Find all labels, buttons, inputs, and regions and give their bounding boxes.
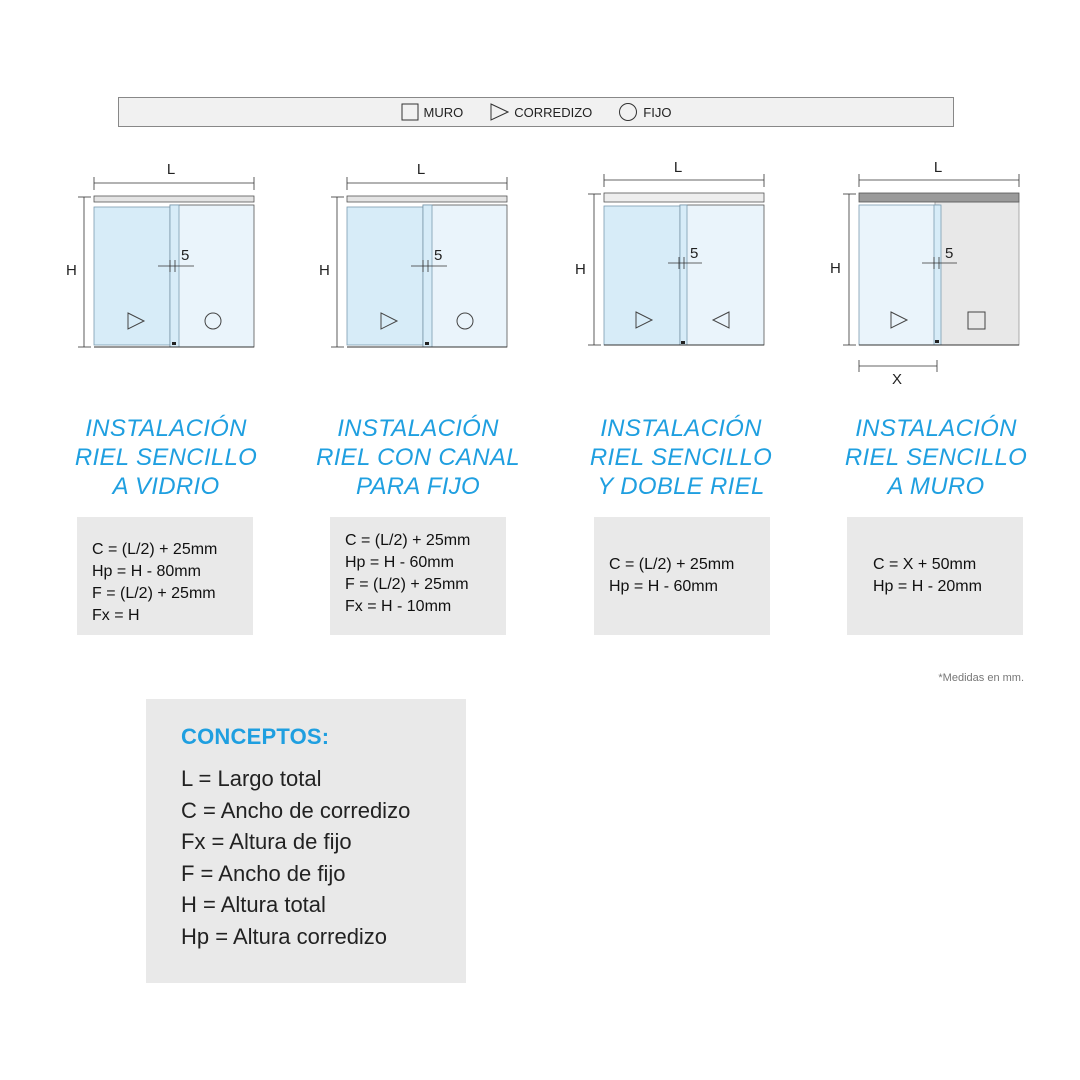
title-riel-sencillo-vidrio: INSTALACIÓN RIEL SENCILLO A VIDRIO xyxy=(36,414,296,501)
title-line: A VIDRIO xyxy=(112,473,220,500)
diagram-riel-sencillo-doble: L H 5 xyxy=(572,150,792,395)
concept-line: H = Altura total xyxy=(181,892,326,917)
legend-item-corredizo: CORREDIZO xyxy=(489,103,592,121)
title-line: RIEL CON CANAL xyxy=(316,444,520,471)
sliding-panel xyxy=(858,204,940,346)
concepts-title: CONCEPTOS: xyxy=(181,724,330,749)
sliding-panel xyxy=(603,205,685,346)
sliding-panel xyxy=(93,206,175,346)
title-line: INSTALACIÓN xyxy=(600,415,762,442)
gap-label: 5 xyxy=(434,247,442,264)
title-line: INSTALACIÓN xyxy=(85,415,247,442)
circle-icon xyxy=(619,103,638,121)
gap-label: 5 xyxy=(690,245,698,262)
title-riel-sencillo-muro: INSTALACIÓN RIEL SENCILLO A MURO xyxy=(806,414,1066,501)
concepts-box: CONCEPTOS: L = Largo total C = Ancho de … xyxy=(146,699,466,983)
length-label: L xyxy=(417,161,425,178)
circle-icon xyxy=(456,312,474,330)
title-line: RIEL SENCILLO xyxy=(844,444,1028,471)
formula-line: Fx = H - 10mm xyxy=(345,598,452,615)
gap-label: 5 xyxy=(945,245,953,262)
formula-box-muro: C = X + 50mm Hp = H - 20mm xyxy=(847,517,1023,635)
title-line: INSTALACIÓN xyxy=(855,415,1017,442)
title-line: RIEL SENCILLO xyxy=(74,444,258,471)
height-label: H xyxy=(319,262,330,279)
title-riel-sencillo-doble: INSTALACIÓN RIEL SENCILLO Y DOBLE RIEL xyxy=(551,414,811,501)
length-label: L xyxy=(934,159,942,176)
triangle-right-icon xyxy=(127,312,146,330)
sliding-panel xyxy=(346,206,428,346)
fixed-panel xyxy=(169,204,255,348)
height-label: H xyxy=(830,260,841,277)
circle-icon xyxy=(204,312,222,330)
title-line: Y DOBLE RIEL xyxy=(597,473,765,500)
formula-line: Fx = H xyxy=(92,607,140,624)
formula-line: F = (L/2) + 25mm xyxy=(92,585,216,602)
concept-line: Fx = Altura de fijo xyxy=(181,829,352,854)
formula-line: Hp = H - 60mm xyxy=(609,578,718,595)
sliding-panel-right xyxy=(679,204,765,346)
square-icon xyxy=(967,311,986,330)
length-label: L xyxy=(167,161,175,178)
title-riel-canal-fijo: INSTALACIÓN RIEL CON CANAL PARA FIJO xyxy=(288,414,548,501)
formula-box-canal: C = (L/2) + 25mm Hp = H - 60mm F = (L/2)… xyxy=(330,517,506,635)
legend-item-muro: MURO xyxy=(401,103,464,121)
triangle-right-icon xyxy=(890,311,909,329)
legend-label: MURO xyxy=(423,104,464,120)
concept-line: F = Ancho de fijo xyxy=(181,860,346,886)
diagram-riel-sencillo-muro: L H 5 X xyxy=(827,150,1047,395)
title-line: INSTALACIÓN xyxy=(337,415,499,442)
legend-item-fijo: FIJO xyxy=(618,102,671,122)
diagram-riel-sencillo-vidrio: L H 5 xyxy=(62,150,282,395)
triangle-right-icon xyxy=(635,311,654,329)
concept-line: L = Largo total xyxy=(181,766,322,791)
formula-line: Hp = H - 20mm xyxy=(873,578,982,595)
formula-box-vidrio: C = (L/2) + 25mm Hp = H - 80mm F = (L/2)… xyxy=(77,517,253,635)
legend-label: CORREDIZO xyxy=(514,104,593,120)
formula-box-doble: C = (L/2) + 25mm Hp = H - 60mm xyxy=(594,517,770,635)
height-label: H xyxy=(66,262,77,279)
units-note: *Medidas en mm. xyxy=(938,672,1024,684)
legend-bar: MURO CORREDIZO FIJO xyxy=(118,97,954,127)
height-label: H xyxy=(575,261,586,278)
triangle-left-icon xyxy=(711,311,730,329)
fixed-panel xyxy=(422,204,508,348)
formula-line: C = (L/2) + 25mm xyxy=(92,541,218,558)
rail xyxy=(858,192,1020,203)
legend-label: FIJO xyxy=(643,104,672,120)
formula-line: Hp = H - 80mm xyxy=(92,563,201,580)
gap-label: 5 xyxy=(181,247,189,264)
title-line: RIEL SENCILLO xyxy=(589,444,773,471)
title-line: A MURO xyxy=(887,473,985,500)
formula-line: C = X + 50mm xyxy=(873,556,977,573)
triangle-right-icon xyxy=(380,312,399,330)
concept-line: Hp = Altura corredizo xyxy=(181,923,388,949)
wall xyxy=(934,201,1020,346)
formula-line: F = (L/2) + 25mm xyxy=(345,576,469,593)
concept-line: C = Ancho de corredizo xyxy=(181,797,411,823)
triangle-right-icon xyxy=(490,103,510,121)
rail xyxy=(346,195,508,203)
diagram-riel-canal-fijo: L H 5 xyxy=(315,150,535,395)
title-line: PARA FIJO xyxy=(355,473,481,500)
formula-line: Hp = H - 60mm xyxy=(345,554,454,571)
square-icon xyxy=(401,103,419,121)
x-label: X xyxy=(892,371,902,388)
length-label: L xyxy=(674,159,682,176)
rail xyxy=(603,192,765,203)
formula-line: C = (L/2) + 25mm xyxy=(345,532,471,549)
rail xyxy=(93,195,255,203)
formula-line: C = (L/2) + 25mm xyxy=(609,556,735,573)
